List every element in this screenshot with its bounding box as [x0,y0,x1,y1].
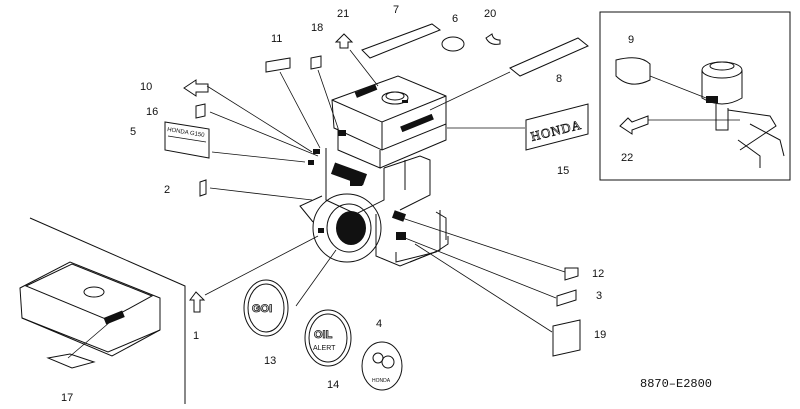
label-5: 5 [130,126,136,138]
decal-11 [265,57,291,73]
arrow-22 [619,115,649,135]
arrow-10 [183,79,209,97]
label-17: 17 [61,392,73,404]
decal-18 [310,55,322,70]
label-10: 10 [140,81,152,93]
label-15: 15 [557,165,569,177]
label-16: 16 [146,106,158,118]
part-labels: 7 6 20 21 18 11 8 10 16 5 2 15 9 22 12 3… [61,4,634,404]
diagram-code: 8870–E2800 [640,377,712,391]
arrow-1 [189,291,206,313]
air-cleaner-inset [615,57,785,168]
honda-plate-text: HONDA [529,117,583,144]
label-2: 2 [164,184,170,196]
label-14: 14 [327,379,339,391]
label-7: 7 [393,4,399,16]
decal-9 [615,57,651,85]
emblem-4: HONDA [361,341,403,391]
decal-2 [199,179,207,197]
label-18: 18 [311,22,323,34]
label-20: 20 [484,8,496,20]
decal-8 [509,37,589,77]
decal-15: HONDA [525,103,589,151]
label-19: 19 [594,329,606,341]
decal-5-text: HONDA G150 [167,127,206,139]
label-3: 3 [596,290,602,302]
label-12: 12 [592,268,604,280]
label-4: 4 [376,318,382,330]
decal-19 [552,319,581,357]
inset-frame [599,11,791,181]
decal-17 [46,353,96,369]
label-1: 1 [193,330,199,342]
part-20 [485,33,501,45]
label-22: 22 [621,152,633,164]
decal-3 [556,289,577,307]
decal-6 [441,36,465,52]
engine-illustration [299,75,449,267]
emblem-14-text-top: OIL [314,329,333,341]
decal-12 [564,267,579,281]
tank-inset-frame [29,217,186,404]
emblem-14-text-bottom: ALERT [313,345,336,352]
leader-lines [204,49,566,333]
label-9: 9 [628,34,634,46]
emblem-13-text: GOI [252,303,272,315]
fuel-tank-illustration [19,261,161,369]
decal-5: HONDA G150 [164,121,210,159]
label-13: 13 [264,355,276,367]
label-6: 6 [452,13,458,25]
label-8: 8 [556,73,562,85]
arrow-21 [334,33,354,49]
emblem-13: GOI [243,279,289,337]
emblem-4-text: HONDA [372,378,391,384]
label-21: 21 [337,8,349,20]
label-11: 11 [271,33,282,45]
emblem-14: OIL ALERT [304,309,352,367]
decal-7 [361,23,442,59]
decal-16 [195,103,206,119]
